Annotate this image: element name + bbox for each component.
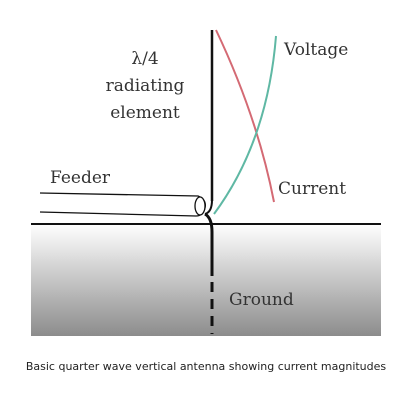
element-label-line1: λ/4	[131, 49, 158, 69]
ground-label: Ground	[229, 290, 294, 310]
element-label-line2: radiating	[106, 76, 185, 96]
feeder-cable	[39, 192, 206, 217]
current-curve	[215, 29, 275, 203]
ground-conductor	[204, 212, 214, 276]
ground-plane	[31, 224, 381, 336]
current-label: Current	[278, 179, 346, 199]
feeder-label: Feeder	[50, 168, 111, 188]
element-feed-bend	[204, 199, 213, 215]
element-label-line3: element	[110, 103, 180, 123]
voltage-label: Voltage	[283, 40, 348, 60]
figure-caption: Basic quarter wave vertical antenna show…	[25, 360, 387, 373]
voltage-curve	[213, 35, 277, 215]
feeder-end	[194, 196, 206, 216]
